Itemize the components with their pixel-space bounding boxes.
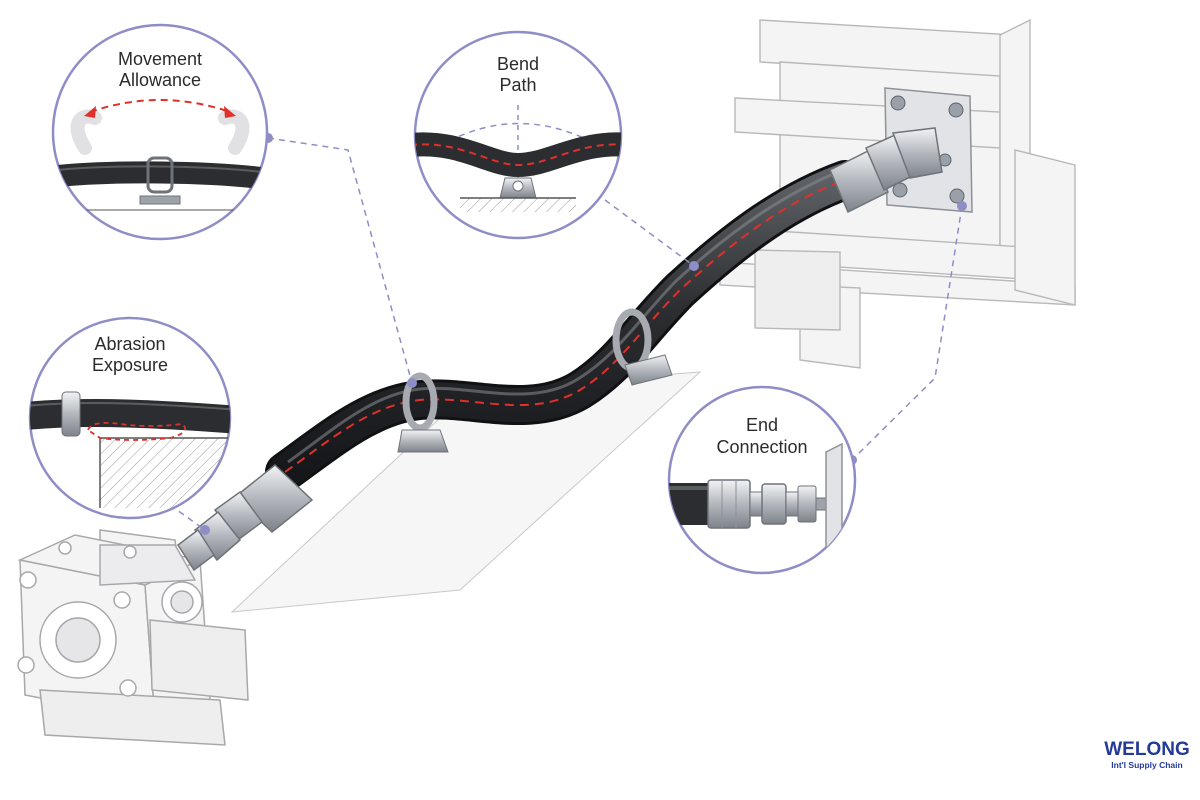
- block-bolt: [17, 656, 35, 674]
- hose-clamp: [612, 308, 673, 386]
- flange-bolt: [949, 188, 965, 204]
- leader-line-movement: [267, 137, 413, 384]
- leader-lines: [169, 137, 963, 531]
- block-bolt: [58, 541, 72, 555]
- brand-logo: WELONG Int'l Supply Chain: [1102, 720, 1192, 788]
- floor-plane: [230, 371, 702, 613]
- anchor-dot: [957, 201, 967, 211]
- block-bolt: [19, 571, 37, 589]
- movement-arc: [89, 99, 231, 113]
- anchor-dot: [407, 378, 417, 388]
- anchor-dot: [200, 525, 210, 535]
- logo-wordmark: WELONG: [1104, 739, 1190, 760]
- block-bolt: [113, 591, 131, 609]
- block-bolt: [119, 679, 137, 697]
- callout-bend-path: Bend Path: [413, 30, 623, 240]
- callout-label-line1: Bend: [497, 54, 539, 74]
- hose-clamp: [397, 372, 449, 453]
- leader-line-abrasion: [169, 504, 206, 531]
- callout-movement-allowance: Movement Allowance: [51, 23, 269, 241]
- callout-abrasion-exposure: Abrasion Exposure: [28, 316, 232, 520]
- hose-fitting-left: [176, 464, 314, 572]
- leader-line-bend: [604, 199, 695, 267]
- callout-label-line1: Abrasion: [94, 334, 165, 354]
- abrasion-zone: [86, 421, 186, 441]
- callout-end-connection: End Connection: [667, 385, 857, 575]
- callout-label-line2: Exposure: [92, 355, 168, 375]
- hose-fitting-right: [829, 127, 943, 214]
- callout-label-line1: Movement: [118, 49, 202, 69]
- inset-hose: [30, 399, 230, 434]
- flange-bolt: [892, 182, 908, 198]
- inset-hose: [53, 161, 267, 193]
- bend-path-marker: [284, 179, 846, 473]
- flange-bolt: [890, 95, 906, 111]
- logo-tagline: Int'l Supply Chain: [1111, 760, 1182, 770]
- block-bolt: [123, 545, 137, 559]
- flange-bolt: [948, 102, 964, 118]
- callout-label-line1: End: [746, 415, 778, 435]
- pump-block: [17, 529, 249, 746]
- callout-label-line2: Allowance: [119, 70, 201, 90]
- callout-label-line2: Path: [499, 75, 536, 95]
- leader-line-end: [851, 205, 963, 461]
- callout-label-line2: Connection: [716, 437, 807, 457]
- hydraulic-hose-assembly: [176, 127, 943, 572]
- anchor-dot: [689, 261, 699, 271]
